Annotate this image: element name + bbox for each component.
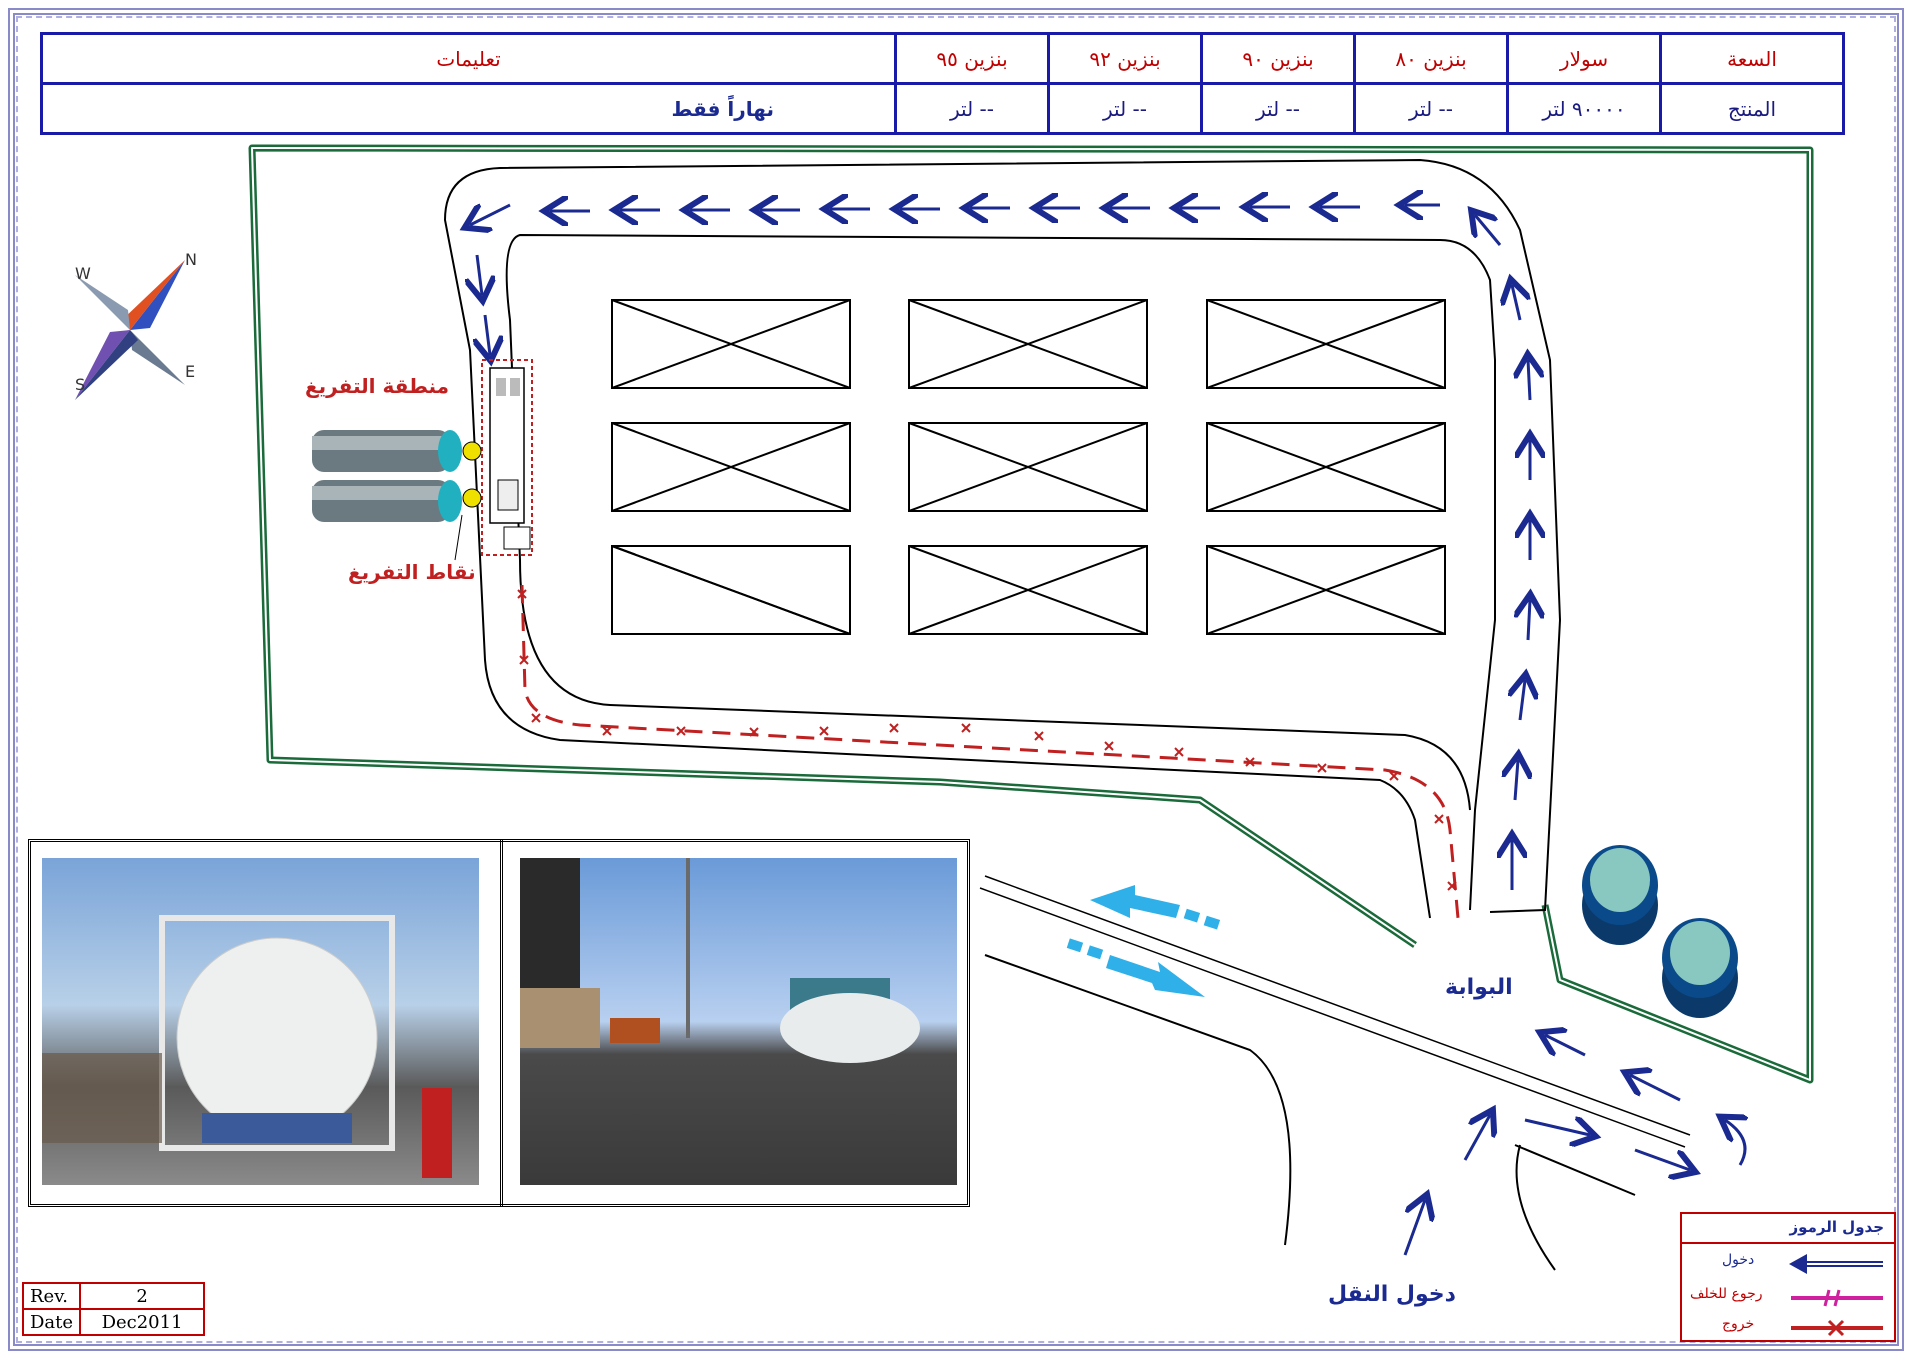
instructions-value: نهاراً فقط [40, 82, 897, 135]
legend-title: جدول الرموز [1789, 1218, 1884, 1236]
legend-back-symbol [1791, 1289, 1883, 1307]
product-value-4: -- لتر [1047, 82, 1203, 135]
photo-frame [28, 839, 970, 1207]
storage-blocks [611, 299, 1446, 635]
product-value-3: -- لتر [1200, 82, 1356, 135]
rev-label: Rev. [21, 1282, 82, 1310]
product-name-1: سولار [1506, 32, 1662, 85]
traffic-direction-arrows [1066, 885, 1221, 997]
compass-n: N [185, 250, 197, 269]
product-name-5: بنزين ٩٥ [894, 32, 1050, 85]
compass-w: W [75, 264, 91, 283]
exit-route-marks [517, 589, 1457, 891]
unloading-area-label: منطقة التفريغ [305, 374, 450, 398]
capacity-header: السعة [1659, 32, 1845, 85]
compass-rose [75, 260, 185, 400]
product-name-3: بنزين ٩٠ [1200, 32, 1356, 85]
legend-back-label: رجوع للخلف [1690, 1286, 1763, 1302]
photo-tank-container [42, 858, 479, 1185]
gate-entry-arrows [1403, 1035, 1745, 1256]
product-value-1: ٩٠٠٠٠ لتر [1506, 82, 1662, 135]
unloading-points-label: نقاط التفريغ [348, 560, 476, 584]
round-tanks [1582, 845, 1738, 1018]
date-value: Dec2011 [79, 1308, 206, 1336]
photo-divider [500, 839, 507, 1207]
road-inner [505, 233, 1496, 911]
product-value-5: -- لتر [894, 82, 1050, 135]
revision-block: Rev. 2 Date Dec2011 [21, 1282, 206, 1336]
page-border [8, 8, 1904, 1351]
entry-route-arrows [470, 205, 1530, 890]
legend-entry-label: دخول [1722, 1252, 1755, 1268]
storage-tanks [312, 430, 482, 561]
transport-entry-label: دخول النقل [1328, 1282, 1456, 1307]
road-edge-left [984, 954, 1292, 1246]
product-header: المنتج [1659, 82, 1845, 135]
legend-entry-symbol [1789, 1254, 1883, 1274]
product-name-4: بنزين ٩٢ [1047, 32, 1203, 85]
symbol-legend: جدول الرموز دخول رجوع للخلف خروج [1680, 1212, 1896, 1342]
product-value-2: -- لتر [1353, 82, 1509, 135]
legend-exit-label: خروج [1722, 1316, 1755, 1332]
instructions-header: تعليمات [40, 32, 897, 85]
highway-median [984, 875, 1691, 1136]
product-name-2: بنزين ٨٠ [1353, 32, 1509, 85]
compass-s: S [75, 375, 86, 394]
legend-exit-symbol [1791, 1319, 1883, 1337]
photo-site-view [520, 858, 957, 1185]
date-label: Date [21, 1308, 82, 1336]
gate-label: البوابة [1445, 975, 1513, 1000]
rev-value: 2 [79, 1282, 206, 1310]
compass-e: E [185, 362, 196, 381]
unloading-zone [481, 359, 533, 556]
road-edge-right [1514, 1144, 1636, 1196]
exit-route [520, 584, 1460, 919]
road-outer [443, 158, 1562, 919]
capacity-table: السعة سولار بنزين ٨٠ بنزين ٩٠ بنزين ٩٢ ب… [40, 32, 1845, 135]
